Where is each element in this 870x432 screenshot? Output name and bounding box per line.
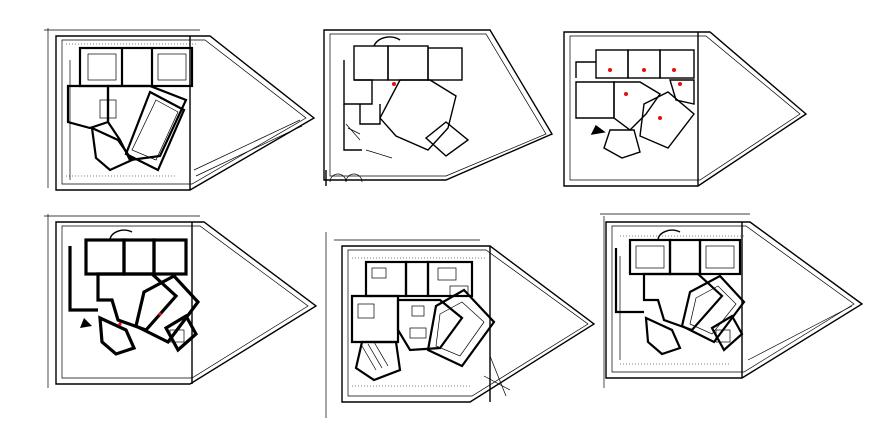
floor-plan-3: [563, 31, 808, 187]
floor-plan-1: [44, 28, 316, 191]
floor-plan-2: [323, 29, 554, 186]
floor-plan-6: [600, 213, 864, 388]
floor-plan-5: [325, 232, 596, 418]
floor-plan-4: [44, 214, 318, 388]
